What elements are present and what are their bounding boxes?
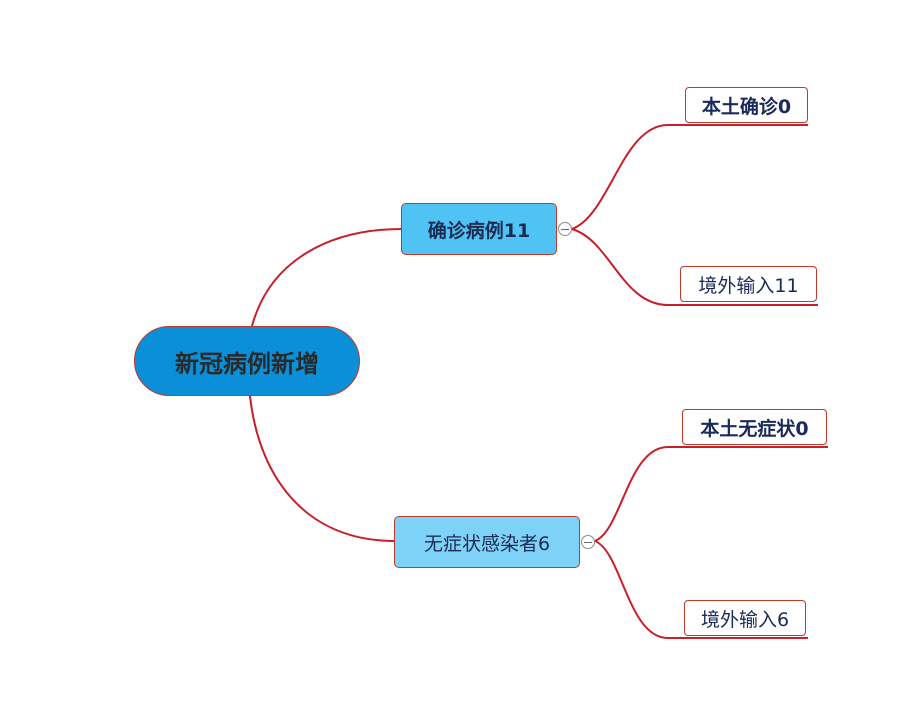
root-node-label: 新冠病例新增	[175, 349, 319, 378]
connector-branch-confirmed-to-local	[571, 124, 808, 230]
leaf-node-label: 本土无症状0	[700, 417, 809, 440]
leaf-node-label: 境外输入6	[700, 608, 790, 631]
leaf-node-imported-asymptomatic[interactable]: 境外输入6	[684, 600, 806, 636]
root-node[interactable]: 新冠病例新增	[134, 326, 360, 396]
branch-node-asymptomatic[interactable]: 无症状感染者6	[394, 516, 580, 568]
collapse-toggle-icon[interactable]	[581, 535, 595, 549]
branch-node-confirmed-label: 确诊病例11	[427, 219, 531, 242]
connector-branch-asymptomatic-to-imported	[594, 540, 808, 639]
connector-branch-asymptomatic-to-local	[594, 446, 828, 542]
connector-root-to-branch-confirmed	[251, 228, 403, 327]
leaf-node-local-confirmed[interactable]: 本土确诊0	[685, 87, 808, 123]
leaf-node-label: 本土确诊0	[701, 95, 792, 118]
leaf-node-imported-confirmed[interactable]: 境外输入11	[680, 266, 817, 302]
collapse-toggle-icon[interactable]	[558, 222, 572, 236]
leaf-node-local-asymptomatic[interactable]: 本土无症状0	[682, 409, 827, 445]
connector-root-to-branch-asymptomatic	[249, 395, 396, 542]
leaf-node-label: 境外输入11	[698, 274, 799, 297]
branch-node-confirmed[interactable]: 确诊病例11	[401, 203, 557, 255]
connector-branch-confirmed-to-imported	[571, 228, 818, 306]
branch-node-asymptomatic-label: 无症状感染者6	[423, 532, 551, 555]
